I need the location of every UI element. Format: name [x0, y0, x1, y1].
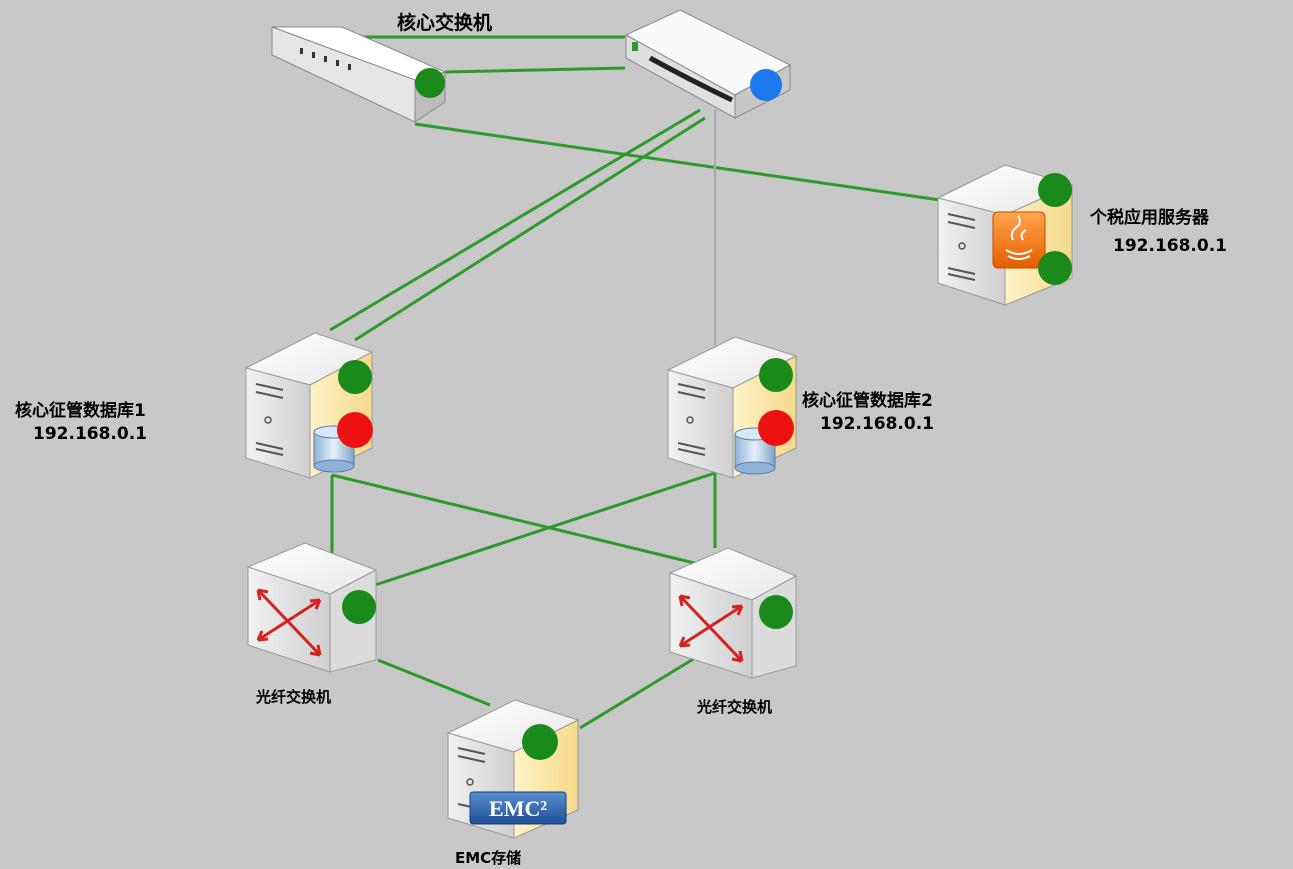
status-indicator-ok	[342, 590, 376, 624]
status-indicator-error	[337, 412, 373, 448]
status-indicator-ok	[1038, 173, 1072, 207]
rack-switch-icon[interactable]	[271, 26, 447, 123]
status-indicator-info	[750, 69, 782, 101]
java-app-server-icon[interactable]	[936, 164, 1074, 306]
core-switch-label: 核心交换机	[397, 12, 493, 34]
status-indicator-ok	[1038, 251, 1072, 285]
link-fc-right-to-emc	[579, 653, 701, 730]
fc-switch-right-label: 光纤交换机	[697, 698, 773, 716]
db1-name-label: 核心征管数据库1	[15, 401, 146, 421]
link-switch-b-to-db1-a	[329, 108, 701, 332]
emc-storage-icon[interactable]: EMC²	[446, 699, 580, 839]
status-indicator-ok	[759, 358, 793, 392]
status-indicator-ok	[338, 360, 372, 394]
database-server-icon[interactable]	[666, 336, 798, 479]
tax-server-name-label: 个税应用服务器	[1090, 208, 1209, 228]
connection-lines	[329, 35, 941, 730]
emc-storage-label: EMC存储	[455, 849, 522, 867]
link-db2-to-fc-left	[374, 471, 716, 587]
link-db1-to-fc-right	[331, 473, 716, 570]
link-fc-left-to-emc	[377, 658, 491, 707]
emc-logo-text: EMC²	[489, 796, 547, 821]
tax-server-ip-label: 192.168.0.1	[1113, 236, 1228, 256]
db1-ip-label: 192.168.0.1	[33, 424, 148, 444]
fc-switch-left-label: 光纤交换机	[256, 688, 332, 706]
status-indicator-ok	[415, 68, 445, 98]
emc-logo	[469, 791, 567, 825]
status-indicator-ok	[759, 595, 793, 629]
db2-name-label: 核心征管数据库2	[802, 391, 933, 411]
core-router-icon[interactable]	[624, 9, 792, 119]
link-switch-a-to-switch-b-mid	[444, 66, 626, 74]
fiber-switch-icon[interactable]	[246, 542, 378, 673]
status-indicator-ok	[522, 724, 558, 760]
link-switch-a-to-tax-server	[414, 122, 941, 202]
link-switch-b-to-db1-b	[354, 116, 706, 342]
fiber-switch-icon[interactable]	[668, 547, 798, 679]
database-server-icon[interactable]	[244, 332, 374, 479]
db2-ip-label: 192.168.0.1	[820, 414, 935, 434]
status-indicator-error	[758, 410, 794, 446]
